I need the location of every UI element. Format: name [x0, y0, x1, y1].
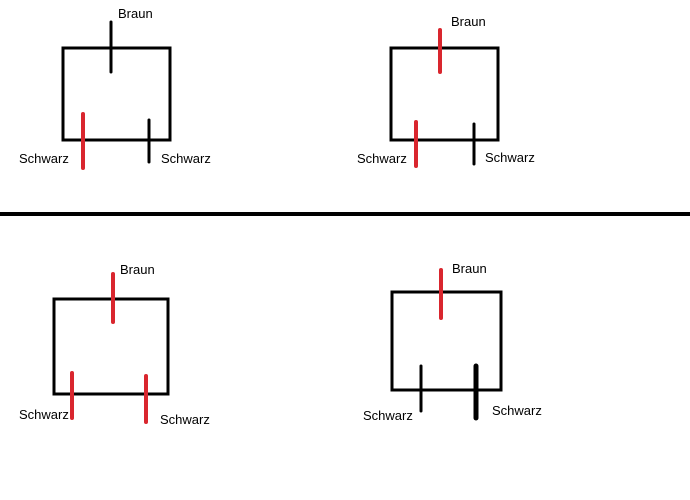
panel-2-left-label: Schwarz — [357, 151, 407, 166]
panel-1-right-label: Schwarz — [161, 151, 211, 166]
panel-1-box — [61, 46, 172, 142]
panel-3-left-label: Schwarz — [19, 407, 69, 422]
panel-1-top-label: Braun — [118, 6, 153, 21]
panel-4-right-label: Schwarz — [492, 403, 542, 418]
panel-1-left-label: Schwarz — [19, 151, 69, 166]
panel-2-box — [389, 46, 500, 142]
panel-2-top-label: Braun — [451, 14, 486, 29]
panel-2-right-label: Schwarz — [485, 150, 535, 165]
panel-4: Braun Schwarz Schwarz — [363, 261, 542, 423]
panel-4-left-label: Schwarz — [363, 408, 413, 423]
panel-2: Braun Schwarz Schwarz — [357, 14, 535, 168]
panel-3-right-label: Schwarz — [160, 412, 210, 427]
panel-4-top-label: Braun — [452, 261, 487, 276]
panel-1: Braun Schwarz Schwarz — [19, 6, 211, 170]
panel-4-box — [390, 290, 503, 392]
panel-3: Braun Schwarz Schwarz — [19, 262, 210, 427]
panel-3-top-label: Braun — [120, 262, 155, 277]
